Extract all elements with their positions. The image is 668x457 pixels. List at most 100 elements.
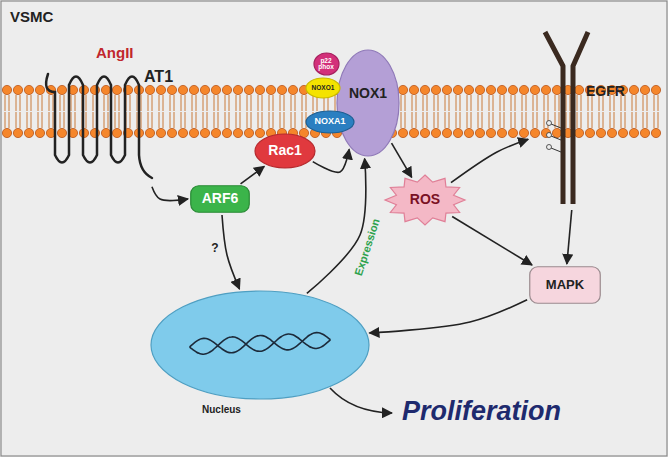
lipid-tail — [104, 112, 105, 128]
lipid-tail — [225, 112, 226, 128]
lipid-head — [651, 128, 660, 137]
lipid-tail — [504, 112, 505, 128]
lipid-head — [13, 85, 22, 94]
lipid-head — [35, 128, 44, 137]
lipid-head — [607, 128, 616, 137]
lipid-tail — [610, 112, 611, 128]
lipid-tail — [471, 95, 472, 111]
lipid-tail — [203, 112, 204, 128]
lipid-tail — [240, 112, 241, 128]
lipid-head — [442, 128, 451, 137]
node-text: Nucleus — [202, 404, 241, 415]
lipid-tail — [401, 95, 402, 111]
lipid-tail — [621, 112, 622, 128]
lipid-tail — [636, 95, 637, 111]
lipid-tail — [192, 112, 193, 128]
lipid-tail — [280, 95, 281, 111]
lipid-head — [112, 128, 121, 137]
lipid-tail — [71, 95, 72, 111]
lipid-head — [552, 85, 561, 94]
lipid-tail — [493, 112, 494, 128]
lipid-head — [101, 85, 110, 94]
lipid-tail — [632, 112, 633, 128]
lipid-tail — [53, 95, 54, 111]
lipid-head — [453, 128, 462, 137]
lipid-head — [420, 85, 429, 94]
lipid-tail — [115, 95, 116, 111]
lipid-tail — [467, 112, 468, 128]
lipid-head — [57, 85, 66, 94]
lipid-tail — [119, 95, 120, 111]
lipid-tail — [115, 112, 116, 128]
lipid-tail — [405, 112, 406, 128]
node-text: AT1 — [144, 68, 173, 86]
lipid-head — [596, 128, 605, 137]
lipid-tail — [504, 95, 505, 111]
lipid-tail — [137, 112, 138, 128]
lipid-head — [640, 85, 649, 94]
lipid-head — [508, 128, 517, 137]
lipid-tail — [493, 95, 494, 111]
lipid-tail — [181, 95, 182, 111]
arrow-connector — [392, 143, 412, 177]
lipid-tail — [229, 95, 230, 111]
lipid-tail — [654, 112, 655, 128]
lipid-tail — [658, 112, 659, 128]
lipid-tail — [566, 112, 567, 128]
lipid-tail — [522, 95, 523, 111]
lipid-tail — [251, 112, 252, 128]
lipid-head — [574, 128, 583, 137]
lipid-tail — [603, 112, 604, 128]
lipid-head — [486, 85, 495, 94]
lipid-tail — [214, 112, 215, 128]
lipid-tail — [49, 112, 50, 128]
lipid-head — [178, 128, 187, 137]
lipid-tail — [49, 95, 50, 111]
nucleus-shape — [150, 290, 370, 400]
lipid-tail — [500, 95, 501, 111]
lipid-tail — [60, 95, 61, 111]
lipid-tail — [423, 95, 424, 111]
lipid-tail — [273, 112, 274, 128]
phospho-group — [547, 121, 552, 126]
lipid-tail — [544, 112, 545, 128]
lipid-head — [464, 85, 473, 94]
lipid-tail — [16, 95, 17, 111]
lipid-tail — [148, 95, 149, 111]
lipid-tail — [75, 95, 76, 111]
lipid-tail — [313, 95, 314, 111]
subunit-circle: p22 phox — [313, 52, 340, 76]
lipid-tail — [482, 95, 483, 111]
arrow-connector — [241, 166, 265, 183]
outcome-label: Proliferation — [402, 396, 561, 427]
lipid-tail — [511, 95, 512, 111]
lipid-tail — [544, 95, 545, 111]
lipid-tail — [218, 112, 219, 128]
lipid-head — [409, 128, 418, 137]
lipid-tail — [108, 112, 109, 128]
lipid-tail — [295, 112, 296, 128]
lipid-tail — [130, 95, 131, 111]
lipid-tail — [577, 112, 578, 128]
node-text: ROS — [410, 192, 440, 207]
lipid-tail — [174, 95, 175, 111]
lipid-tail — [548, 95, 549, 111]
lipid-head — [200, 128, 209, 137]
lipid-head — [431, 128, 440, 137]
shape-outline — [191, 186, 250, 213]
lipid-tail — [456, 95, 457, 111]
lipid-tail — [174, 112, 175, 128]
lipid-tail — [27, 112, 28, 128]
lipid-tail — [163, 112, 164, 128]
lipid-tail — [643, 95, 644, 111]
lipid-tail — [104, 95, 105, 111]
lipid-head — [145, 128, 154, 137]
lipid-tail — [427, 112, 428, 128]
lipid-tail — [38, 95, 39, 111]
lipid-tail — [152, 95, 153, 111]
dna-strand — [190, 334, 331, 354]
lipid-head — [585, 128, 594, 137]
lipid-tail — [570, 112, 571, 128]
